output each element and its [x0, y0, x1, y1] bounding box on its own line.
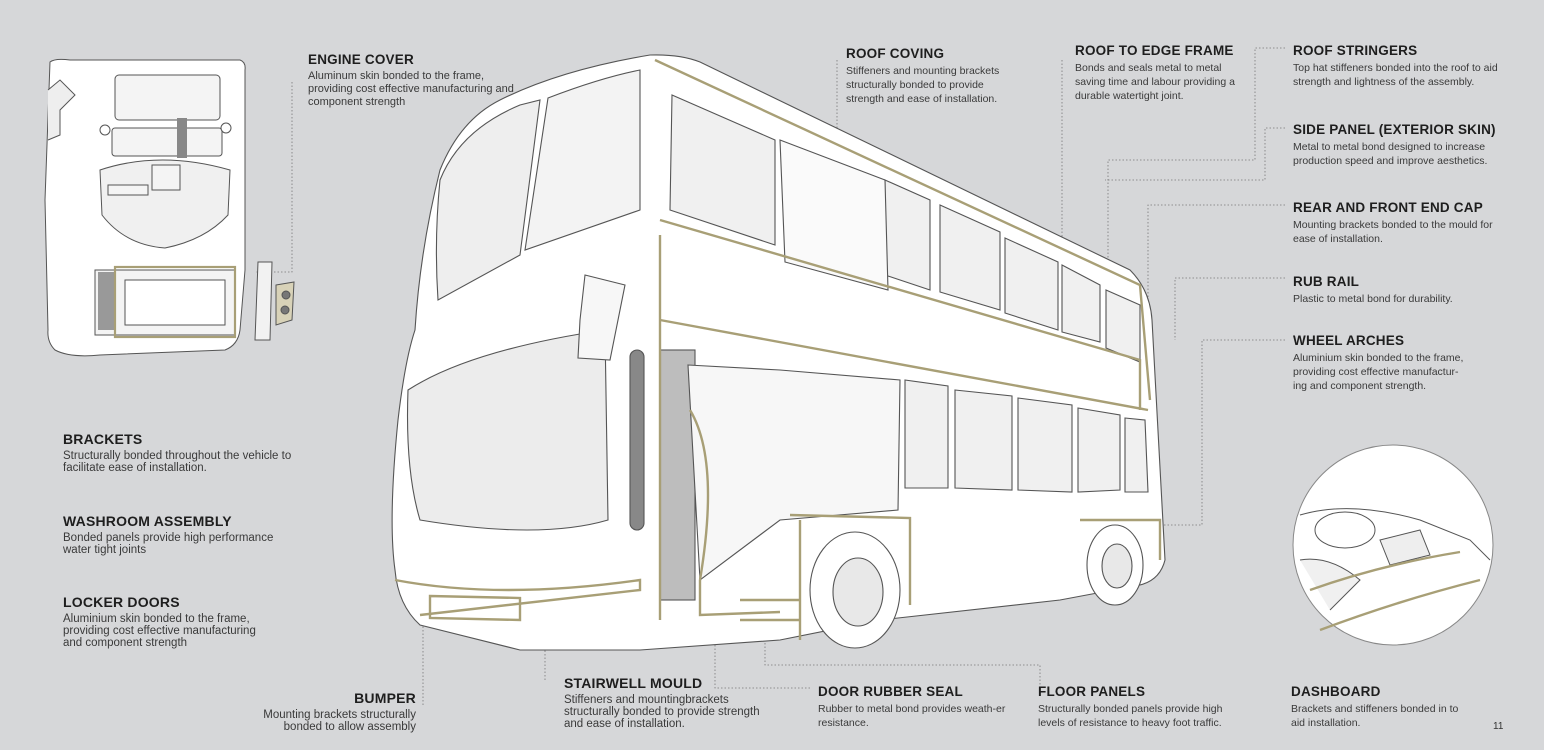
rear-end-cap-drawing	[44, 58, 295, 357]
floor-panels-desc: Structurally bonded panels provide high …	[1038, 703, 1223, 729]
rub-rail-title: RUB RAIL	[1293, 274, 1360, 289]
callout-brackets: BRACKETS Structurally bonded throughout …	[63, 431, 293, 474]
callout-end-cap: REAR AND FRONT END CAP Mounting brackets…	[1293, 200, 1503, 246]
callout-rub-rail: RUB RAIL Plastic to metal bond for durab…	[1293, 274, 1503, 306]
callout-roof-coving: ROOF COVING Stiffeners and mounting brac…	[846, 46, 1021, 106]
callout-stairwell-mould: STAIRWELL MOULD Stiffeners and mountingb…	[564, 675, 774, 730]
page-number: 11	[1493, 721, 1504, 732]
locker-doors-title: LOCKER DOORS	[63, 594, 180, 610]
rub-rail-desc: Plastic to metal bond for durability.	[1293, 293, 1453, 305]
roof-to-edge-frame-title: ROOF TO EDGE FRAME	[1075, 43, 1234, 58]
callout-roof-stringers: ROOF STRINGERS Top hat stiffeners bonded…	[1293, 43, 1508, 89]
door-rubber-seal-desc: Rubber to metal bond provides weath-er r…	[818, 703, 1006, 729]
dashboard-title: DASHBOARD	[1291, 684, 1381, 699]
washroom-title: WASHROOM ASSEMBLY	[63, 513, 232, 529]
roof-coving-title: ROOF COVING	[846, 46, 945, 61]
bus-body	[391, 54, 1166, 651]
floor-panels-title: FLOOR PANELS	[1038, 684, 1146, 699]
callout-dashboard: DASHBOARD Brackets and stiffeners bonded…	[1291, 684, 1461, 730]
callout-roof-to-edge-frame: ROOF TO EDGE FRAME Bonds and seals metal…	[1075, 43, 1250, 103]
washroom-desc: Bonded panels provide high performance w…	[63, 532, 274, 556]
roof-stringers-desc: Top hat stiffeners bonded into the roof …	[1293, 62, 1498, 88]
roof-coving-desc: Stiffeners and mounting brackets structu…	[846, 65, 1000, 105]
callout-bumper: BUMPER Mounting brackets structurally bo…	[246, 690, 416, 733]
door-rubber-seal-title: DOOR RUBBER SEAL	[818, 684, 963, 699]
side-panel-desc: Metal to metal bond designed to increase…	[1293, 141, 1488, 167]
bumper-desc: Mounting brackets structurally bonded to…	[263, 709, 416, 733]
roof-stringers-title: ROOF STRINGERS	[1293, 43, 1418, 58]
stairwell-mould-title: STAIRWELL MOULD	[564, 675, 703, 691]
side-panel-title: SIDE PANEL (EXTERIOR SKIN)	[1293, 122, 1496, 137]
callout-locker-doors: LOCKER DOORS Aluminium skin bonded to th…	[63, 594, 278, 649]
locker-doors-desc: Aluminium skin bonded to the frame, prov…	[63, 613, 256, 649]
callout-wheel-arches: WHEEL ARCHES Aluminium skin bonded to th…	[1293, 333, 1468, 393]
callout-engine-cover: ENGINE COVER Aluminum skin bonded to the…	[308, 52, 523, 109]
callout-door-rubber-seal: DOOR RUBBER SEAL Rubber to metal bond pr…	[818, 684, 1008, 730]
callout-side-panel: SIDE PANEL (EXTERIOR SKIN) Metal to meta…	[1293, 122, 1508, 168]
dashboard-desc: Brackets and stiffeners bonded in to aid…	[1291, 703, 1459, 729]
bumper-title: BUMPER	[354, 690, 416, 706]
dashboard-detail	[1292, 444, 1494, 646]
end-cap-title: REAR AND FRONT END CAP	[1293, 200, 1483, 215]
callout-floor-panels: FLOOR PANELS Structurally bonded panels …	[1038, 684, 1238, 730]
brackets-desc: Structurally bonded throughout the vehic…	[63, 450, 292, 474]
brackets-title: BRACKETS	[63, 431, 143, 447]
engine-cover-title: ENGINE COVER	[308, 52, 414, 67]
wheel-arches-desc: Aluminium skin bonded to the frame, prov…	[1293, 352, 1464, 392]
callout-washroom: WASHROOM ASSEMBLY Bonded panels provide …	[63, 513, 293, 556]
engine-cover-desc: Aluminum skin bonded to the frame, provi…	[308, 70, 514, 108]
stairwell-mould-desc: Stiffeners and mountingbrackets structur…	[564, 694, 760, 730]
end-cap-desc: Mounting brackets bonded to the mould fo…	[1293, 219, 1493, 245]
bond-lines	[394, 58, 1162, 640]
wheel-arches-title: WHEEL ARCHES	[1293, 333, 1405, 348]
roof-to-edge-frame-desc: Bonds and seals metal to metal saving ti…	[1075, 62, 1235, 102]
